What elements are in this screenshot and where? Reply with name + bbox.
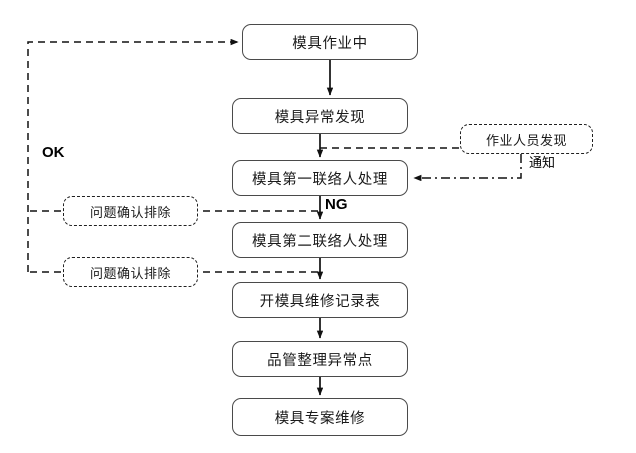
node-mold-project-repair[interactable]: 模具专案维修 (232, 398, 408, 436)
edge-label-ng: NG (325, 196, 348, 213)
node-second-contact-handling[interactable]: 模具第二联络人处理 (232, 222, 408, 258)
node-open-repair-record-sheet[interactable]: 开模具维修记录表 (232, 282, 408, 318)
node-label: 模具第二联络人处理 (252, 233, 388, 250)
node-first-contact-handling[interactable]: 模具第一联络人处理 (232, 160, 408, 196)
node-label: 模具专案维修 (274, 410, 366, 427)
node-label: 模具第一联络人处理 (252, 171, 388, 188)
edge-label-ok: OK (42, 144, 65, 161)
node-label: 模具异常发现 (274, 109, 366, 126)
node-qc-compile-abnormal-points[interactable]: 品管整理异常点 (232, 341, 408, 377)
node-label: 模具作业中 (292, 35, 368, 52)
node-mold-in-operation[interactable]: 模具作业中 (242, 24, 418, 60)
node-label: 品管整理异常点 (267, 352, 373, 369)
node-problem-confirmed-resolved-lower[interactable]: 问题确认排除 (63, 257, 198, 287)
edge-d1-n3 (413, 154, 522, 182)
node-operator-discovery[interactable]: 作业人员发现 (460, 124, 593, 154)
node-problem-confirmed-resolved-upper[interactable]: 问题确认排除 (63, 196, 198, 226)
node-label: 开模具维修记录表 (259, 293, 381, 310)
node-label: 问题确认排除 (89, 204, 171, 220)
node-label: 作业人员发现 (485, 132, 567, 148)
node-mold-abnormality-found[interactable]: 模具异常发现 (232, 98, 408, 134)
edge-label-notify: 通知 (529, 155, 556, 170)
node-label: 问题确认排除 (89, 265, 171, 281)
